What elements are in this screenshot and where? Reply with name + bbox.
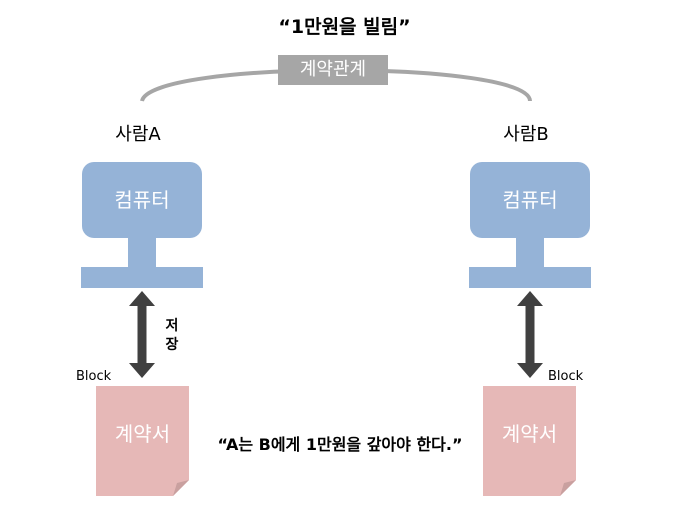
- computer-b-stand: [516, 238, 544, 268]
- contract-document-a: 계약서: [96, 386, 189, 496]
- obligation-text: “A는 B에게 1만원을 갚아야 한다.”: [217, 435, 463, 454]
- contract-document-b: 계약서: [483, 386, 576, 496]
- store-label-line1: 저: [165, 318, 179, 334]
- computer-b-base: [469, 267, 591, 288]
- block-a-label: Block: [76, 369, 112, 384]
- person-b-label: 사람B: [503, 124, 549, 145]
- person-a-label: 사람A: [115, 124, 161, 145]
- computer-a-base: [81, 267, 203, 288]
- relation-label: 계약관계: [278, 55, 388, 85]
- store-label-line2: 장: [165, 337, 179, 353]
- computer-a-monitor: 컴퓨터: [82, 162, 202, 238]
- diagram-title: “1만원을 빌림”: [278, 16, 411, 38]
- store-arrow-b: [517, 291, 543, 378]
- computer-a-label: 컴퓨터: [114, 188, 170, 212]
- computer-b-label: 컴퓨터: [502, 188, 558, 212]
- store-arrow-a: [129, 291, 155, 378]
- block-b-label: Block: [548, 369, 584, 384]
- computer-b-monitor: 컴퓨터: [470, 162, 590, 238]
- contract-document-b-label: 계약서: [501, 422, 558, 446]
- contract-document-a-label: 계약서: [114, 422, 171, 446]
- computer-a-stand: [128, 238, 156, 268]
- store-label: 저 장: [159, 317, 185, 355]
